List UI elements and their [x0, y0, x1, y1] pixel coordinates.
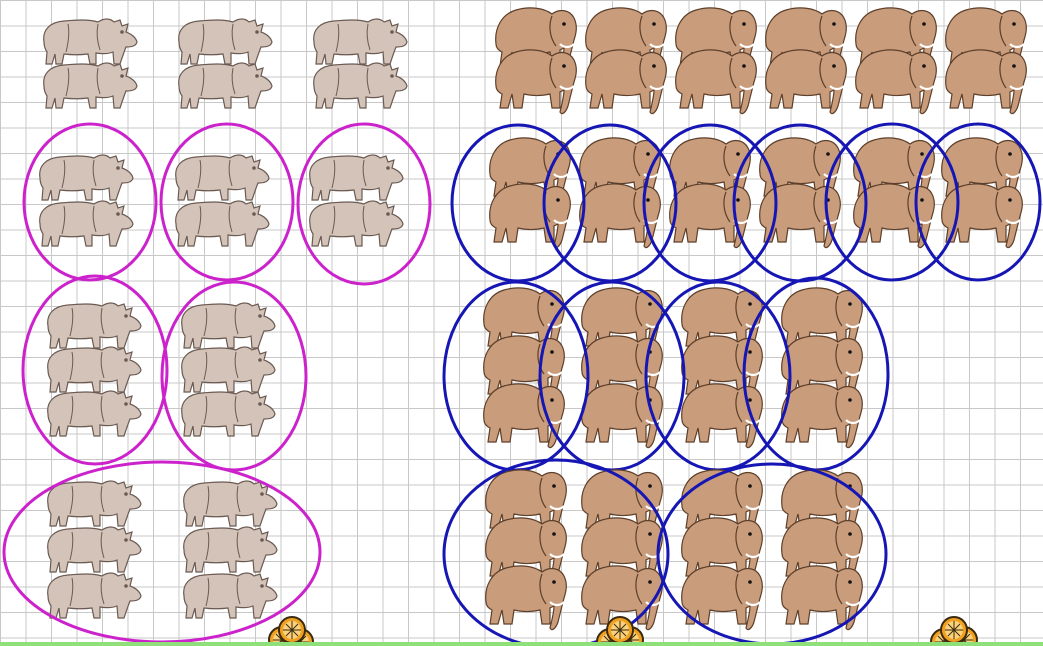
elephant-row-2	[452, 124, 1040, 281]
group-ring[interactable]	[24, 124, 156, 280]
elephant-icon	[580, 184, 661, 248]
rhino-icon	[44, 63, 137, 108]
rhino-icon	[48, 481, 141, 526]
rhino-icon	[182, 347, 275, 392]
rhino-icon	[182, 303, 275, 348]
rhino-icon	[44, 19, 137, 64]
elephant-icon	[496, 50, 577, 114]
rhino-icon	[179, 19, 272, 64]
elephant-section	[444, 8, 1040, 646]
elephant-row-1	[496, 8, 1027, 114]
rhino-icon	[182, 391, 275, 436]
elephant-icon	[670, 184, 751, 248]
rhino-icon	[48, 347, 141, 392]
elephant-icon	[766, 50, 847, 114]
rhino-icon	[48, 527, 141, 572]
rhino-icon	[176, 155, 269, 200]
rhino-icon	[179, 63, 272, 108]
rhino-icon	[314, 63, 407, 108]
elephant-icon	[484, 384, 565, 448]
elephant-icon	[942, 184, 1023, 248]
elephant-row-4	[444, 460, 886, 646]
rhino-icon	[48, 391, 141, 436]
rhino-icon	[310, 155, 403, 200]
rhino-icon	[310, 201, 403, 246]
rhino-icon	[314, 19, 407, 64]
elephant-icon	[486, 566, 567, 630]
rhino-icon	[40, 155, 133, 200]
rhino-icon	[48, 573, 141, 618]
rhino-icon	[40, 201, 133, 246]
rhino-icon	[184, 527, 277, 572]
group-ring[interactable]	[161, 124, 293, 280]
elephant-row-3	[444, 278, 888, 470]
elephant-icon	[676, 50, 757, 114]
elephant-icon	[782, 384, 863, 448]
rhino-icon	[176, 201, 269, 246]
bottom-strip	[0, 642, 1043, 646]
rhino-icon	[184, 573, 277, 618]
rhino-section	[4, 19, 430, 642]
rhino-row-3	[23, 276, 306, 470]
rhino-icon	[48, 303, 141, 348]
rhino-icon	[184, 481, 277, 526]
elephant-icon	[586, 50, 667, 114]
elephant-icon	[856, 50, 937, 114]
rhino-row-4	[4, 462, 320, 642]
elephant-icon	[490, 184, 571, 248]
elephant-icon	[946, 50, 1027, 114]
rhino-row-1	[44, 19, 407, 108]
rhino-row-2	[24, 124, 430, 284]
elephant-icon	[582, 384, 663, 448]
